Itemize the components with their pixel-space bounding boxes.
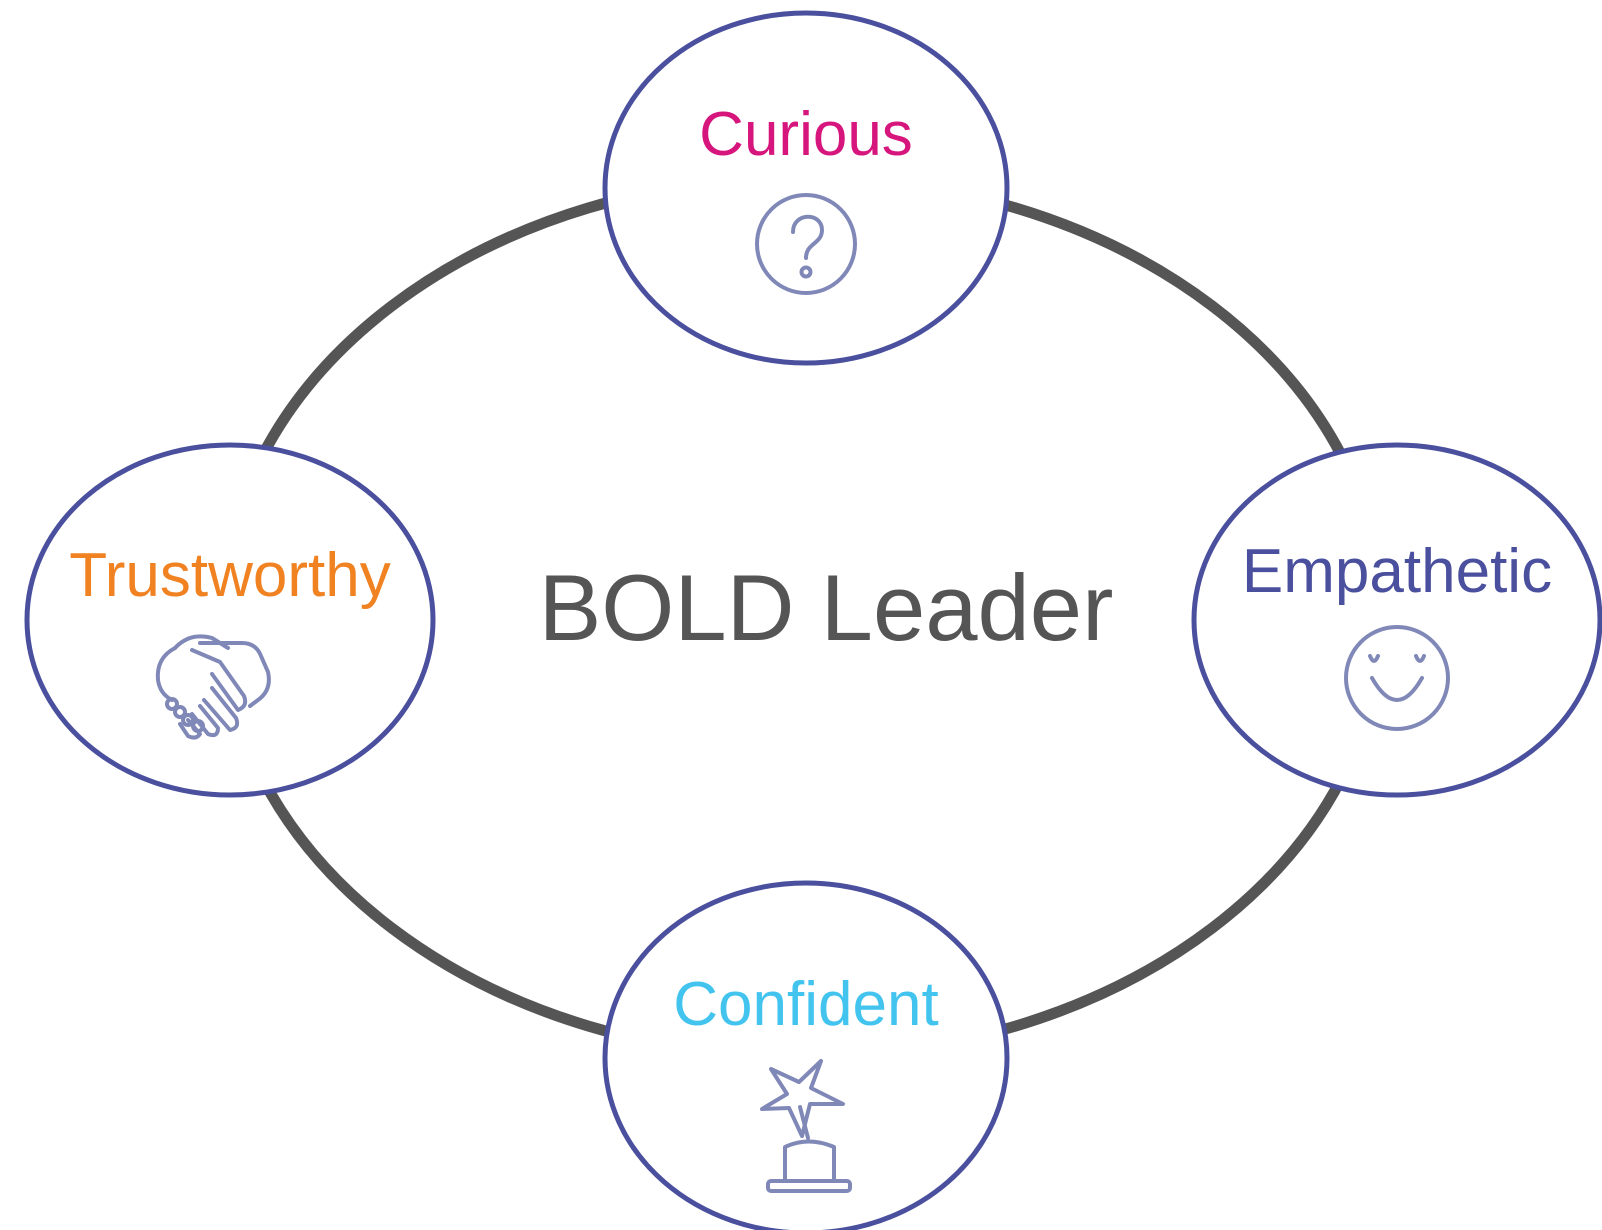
trophy-star-icon <box>760 1059 852 1193</box>
center-title: BOLD Leader <box>539 555 1114 660</box>
node-empathetic-label: Empathetic <box>1242 537 1552 606</box>
node-curious: Curious <box>602 10 1010 366</box>
node-trustworthy-label: Trustworthy <box>69 541 391 610</box>
handshake-icon <box>155 634 271 740</box>
node-curious-label: Curious <box>699 100 913 169</box>
node-trustworthy: Trustworthy <box>24 442 436 798</box>
question-mark-icon <box>755 193 857 295</box>
node-empathetic-ellipse <box>1191 442 1602 798</box>
node-curious-ellipse <box>602 10 1010 366</box>
smiley-face-icon <box>1344 625 1450 731</box>
node-confident-label: Confident <box>673 970 938 1039</box>
node-confident-ellipse <box>602 880 1010 1230</box>
node-trustworthy-ellipse <box>24 442 436 798</box>
node-empathetic: Empathetic <box>1191 442 1602 798</box>
node-confident: Confident <box>602 880 1010 1230</box>
